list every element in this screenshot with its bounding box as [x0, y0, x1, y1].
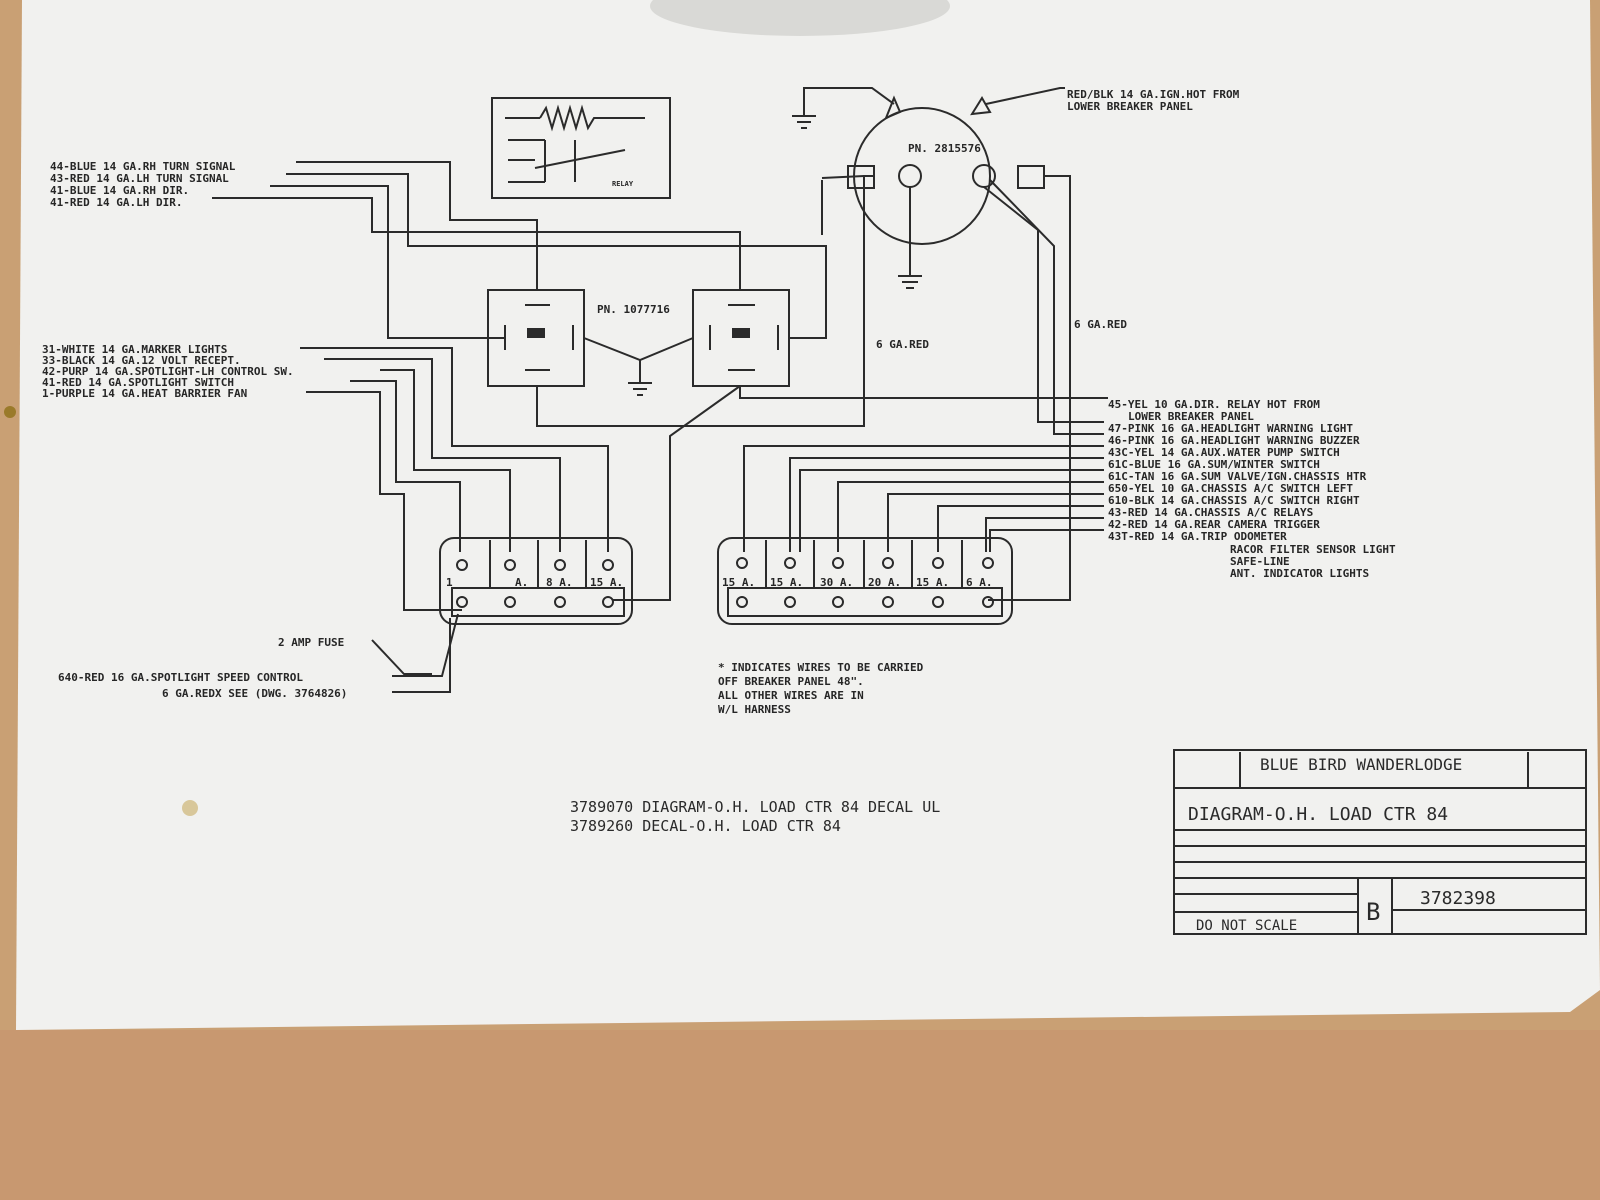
right-wire-label: 43T-RED 14 GA.TRIP ODOMETER [1108, 530, 1287, 543]
mid-left-wire-label: 42-PURP 14 GA.SPOTLIGHT-LH CONTROL SW. [42, 365, 294, 378]
fuse-label: 2 AMP FUSE [278, 636, 344, 649]
right-panel-amp: 15 A. [722, 576, 755, 589]
right-panel-amp: 15 A. [916, 576, 949, 589]
title-block-company: BLUE BIRD WANDERLODGE [1260, 755, 1462, 774]
bottom-left-wire-label: 6 GA.REDX SEE (DWG. 3764826) [162, 687, 347, 700]
right-wire-label: 46-PINK 16 GA.HEADLIGHT WARNING BUZZER [1108, 434, 1360, 447]
title-block: BLUE BIRD WANDERLODGE DIAGRAM-O.H. LOAD … [1173, 749, 1587, 935]
flasher-ground-wire [803, 87, 895, 116]
relay-small-label: RELAY [612, 180, 634, 188]
left-wires [212, 161, 827, 339]
ign-hot-wire [985, 87, 1065, 105]
ground-symbol-relay [628, 382, 652, 396]
dir-relay-hot-wire [739, 386, 1108, 399]
right-wire-label: RACOR FILTER SENSOR LIGHT [1230, 543, 1396, 556]
note-line: W/L HARNESS [718, 703, 791, 716]
right-wire-label: 650-YEL 10 GA.CHASSIS A/C SWITCH LEFT [1108, 482, 1353, 495]
note-line: ALL OTHER WIRES ARE IN [718, 689, 864, 702]
relay-to-flasher-wire [536, 175, 874, 427]
flasher-part-number: PN. 2815576 [908, 142, 981, 155]
title-block-do-not-scale: DO NOT SCALE [1196, 918, 1297, 934]
ign-hot-note-line2: LOWER BREAKER PANEL [1067, 100, 1193, 113]
flasher-to-right-panel-wire [988, 175, 1071, 601]
left-wire-label: 41-BLUE 14 GA.RH DIR. [50, 184, 189, 197]
six-ga-red-label-right: 6 GA.RED [1074, 318, 1127, 331]
decal-line: 3789070 DIAGRAM-O.H. LOAD CTR 84 DECAL U… [570, 798, 940, 816]
right-wire-label: 43C-YEL 14 GA.AUX.WATER PUMP SWITCH [1108, 446, 1340, 459]
right-panel-amp: 30 A. [820, 576, 853, 589]
right-breaker-panel: 15 A. 15 A. 30 A. 20 A. 15 A. 6 A. [717, 537, 1013, 625]
left-wire-label: 41-RED 14 GA.LH DIR. [50, 196, 182, 209]
six-ga-red-label: 6 GA.RED [876, 338, 929, 351]
bottom-left-wire-label: 640-RED 16 GA.SPOTLIGHT SPEED CONTROL [58, 671, 303, 684]
mid-left-wire-label: 1-PURPLE 14 GA.HEAT BARRIER FAN [42, 387, 247, 400]
ign-hot-note-line1: RED/BLK 14 GA.IGN.HOT FROM [1067, 88, 1240, 101]
paper-sheet [16, 0, 1600, 1030]
fuse-wire [371, 639, 432, 675]
title-block-title: DIAGRAM-O.H. LOAD CTR 84 [1188, 804, 1448, 825]
right-panel-amp: 20 A. [868, 576, 901, 589]
note-line: * INDICATES WIRES TO BE CARRIED [718, 661, 924, 674]
right-wire-label: 43-RED 14 GA.CHASSIS A/C RELAYS [1108, 506, 1313, 519]
left-breaker-panel: 1 A. 8 A. 15 A. [439, 537, 633, 625]
title-block-size: B [1366, 898, 1380, 926]
right-wire-label: 61C-BLUE 16 GA.SUM/WINTER SWITCH [1108, 458, 1320, 471]
right-wire-label: ANT. INDICATOR LIGHTS [1230, 567, 1369, 580]
paper-stain [4, 406, 16, 418]
mid-left-wires [300, 347, 609, 611]
left-panel-amp: 15 A. [590, 576, 623, 589]
harness-note: * INDICATES WIRES TO BE CARRIED OFF BREA… [718, 661, 924, 716]
right-wire-labels: 45-YEL 10 GA.DIR. RELAY HOT FROM LOWER B… [1108, 398, 1396, 580]
left-wire-label: 43-RED 14 GA.LH TURN SIGNAL [50, 172, 229, 185]
right-wire-label: 47-PINK 16 GA.HEADLIGHT WARNING LIGHT [1108, 422, 1353, 435]
title-block-dwg-no: 3782398 [1420, 888, 1496, 909]
decal-line: 3789260 DECAL-O.H. LOAD CTR 84 [570, 817, 841, 835]
left-panel-amp: A. [515, 576, 528, 589]
left-wire-labels: 44-BLUE 14 GA.RH TURN SIGNAL 43-RED 14 G… [50, 160, 236, 209]
left-wire-label: 44-BLUE 14 GA.RH TURN SIGNAL [50, 160, 236, 173]
mid-left-wire-label: 31-WHITE 14 GA.MARKER LIGHTS [42, 343, 227, 356]
relay-part-number: PN. 1077716 [597, 303, 670, 316]
left-panel-amp: 8 A. [546, 576, 573, 589]
mid-left-wire-label: 33-BLACK 14 GA.12 VOLT RECEPT. [42, 354, 241, 367]
right-panel-amp: 15 A. [770, 576, 803, 589]
relay-to-left-panel-wire [612, 385, 741, 601]
relay-schematic-box: RELAY [491, 97, 671, 199]
right-wire-label: SAFE-LINE [1230, 555, 1290, 568]
right-wire-label: 42-RED 14 GA.REAR CAMERA TRIGGER [1108, 518, 1320, 531]
right-panel-amp: 6 A. [966, 576, 993, 589]
right-wires [743, 445, 1104, 552]
right-wire-label: 610-BLK 14 GA.CHASSIS A/C SWITCH RIGHT [1108, 494, 1360, 507]
paper-stain [182, 800, 198, 816]
right-wire-label: LOWER BREAKER PANEL [1128, 410, 1254, 423]
mid-left-wire-labels: 31-WHITE 14 GA.MARKER LIGHTS 33-BLACK 14… [42, 343, 294, 400]
table-edge [0, 1030, 1600, 1200]
paper-shadow [650, 0, 950, 36]
mid-left-wire-label: 41-RED 14 GA.SPOTLIGHT SWITCH [42, 376, 234, 389]
note-line: OFF BREAKER PANEL 48". [718, 675, 864, 688]
right-wire-label: 45-YEL 10 GA.DIR. RELAY HOT FROM [1108, 398, 1320, 411]
left-panel-amp: 1 [446, 576, 453, 589]
right-wire-label: 61C-TAN 16 GA.SUM VALVE/IGN.CHASSIS HTR [1108, 470, 1367, 483]
